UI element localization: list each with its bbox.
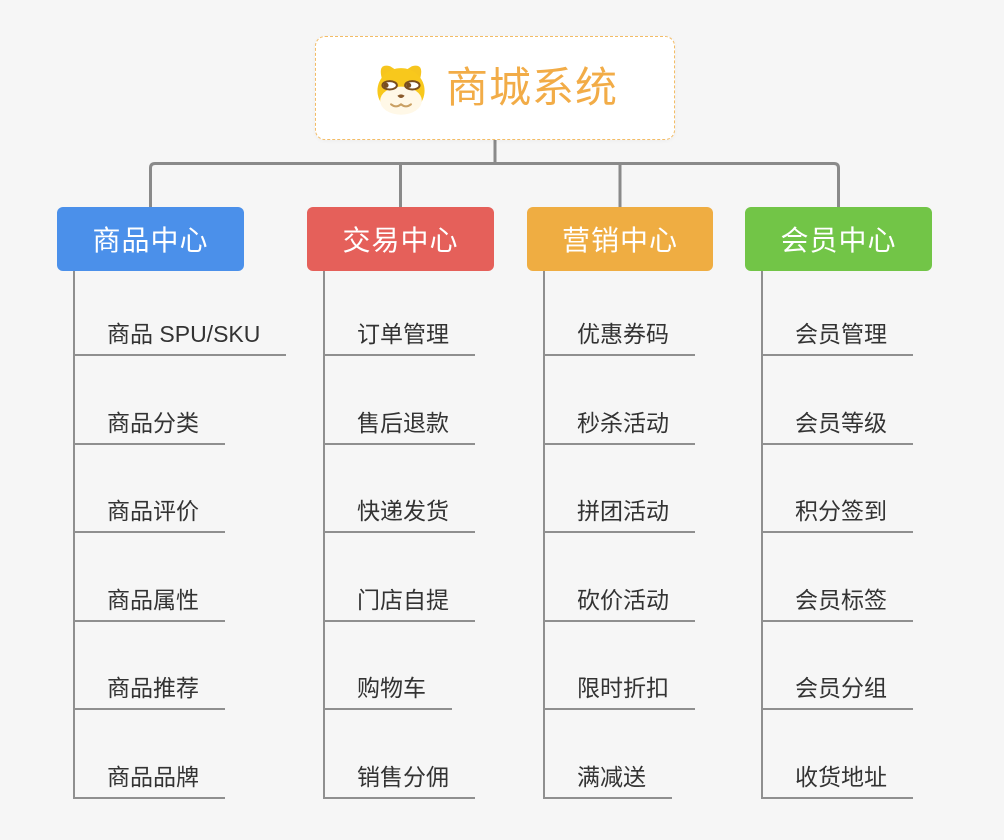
branch-column-member-center: 会员管理 会员等级 积分签到 会员标签 会员分组 收货地址 [761,271,913,799]
branch-column-product-center: 商品 SPU/SKU 商品分类 商品评价 商品属性 商品推荐 商品品牌 [73,271,287,799]
subtopic[interactable]: 优惠券码 [545,271,695,356]
subtopic[interactable]: 会员标签 [763,533,913,622]
subtopic[interactable]: 门店自提 [325,533,475,622]
branch-header-member-center[interactable]: 会员中心 [745,207,932,271]
branch-header-product-center[interactable]: 商品中心 [57,207,244,271]
subtopic[interactable]: 积分签到 [763,445,913,534]
subtopic[interactable]: 商品品牌 [75,710,225,799]
subtopic[interactable]: 会员分组 [763,622,913,711]
doge-face-icon [377,65,425,115]
root-topic-title: 商城系统 [445,64,618,111]
subtopic[interactable]: 商品评价 [75,445,225,534]
subtopic[interactable]: 拼团活动 [545,445,695,534]
branch-column-trade-center: 订单管理 售后退款 快递发货 门店自提 购物车 销售分佣 [323,271,475,799]
subtopic[interactable]: 会员等级 [763,356,913,445]
subtopic[interactable]: 售后退款 [325,356,475,445]
subtopic[interactable]: 满减送 [545,710,672,799]
branch-label: 会员中心 [780,225,897,256]
subtopic[interactable]: 砍价活动 [545,533,695,622]
subtopic[interactable]: 收货地址 [763,710,913,799]
branch-header-trade-center[interactable]: 交易中心 [307,207,494,271]
subtopic[interactable]: 秒杀活动 [545,356,695,445]
subtopic[interactable]: 购物车 [325,622,452,711]
subtopic[interactable]: 快递发货 [325,445,475,534]
branch-column-marketing-center: 优惠券码 秒杀活动 拼团活动 砍价活动 限时折扣 满减送 [543,271,695,799]
branch-label: 交易中心 [342,225,459,256]
subtopic[interactable]: 商品 SPU/SKU [75,271,287,356]
subtopic[interactable]: 订单管理 [325,271,475,356]
subtopic[interactable]: 商品推荐 [75,622,225,711]
subtopic[interactable]: 商品分类 [75,356,225,445]
root-topic-node[interactable]: 商城系统 [315,36,675,140]
branch-label: 营销中心 [561,225,678,256]
subtopic[interactable]: 商品属性 [75,533,225,622]
subtopic[interactable]: 会员管理 [763,271,913,356]
subtopic[interactable]: 限时折扣 [545,622,695,711]
branch-label: 商品中心 [92,225,209,256]
subtopic[interactable]: 销售分佣 [325,710,475,799]
branch-header-marketing-center[interactable]: 营销中心 [527,207,713,271]
